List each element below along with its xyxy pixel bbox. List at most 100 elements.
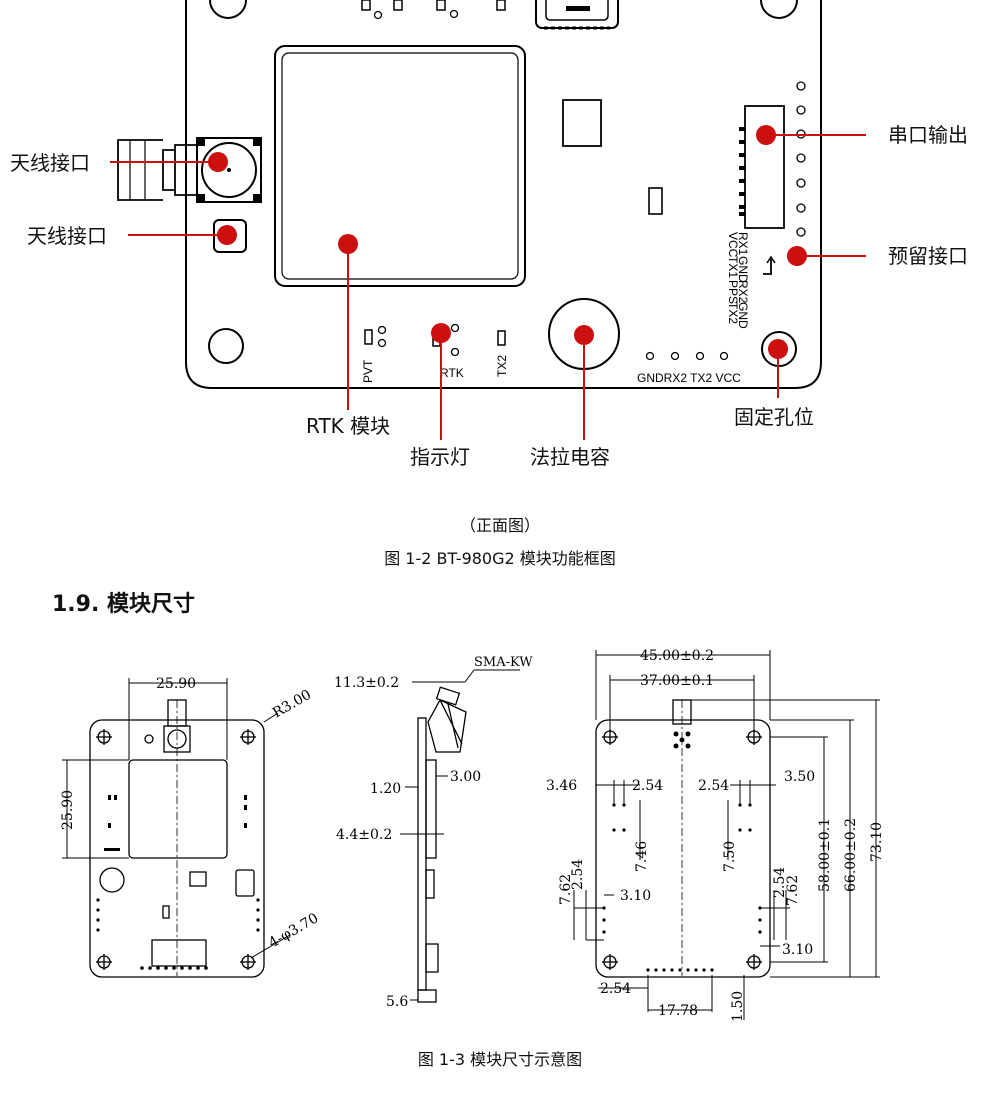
test-point: [450, 323, 460, 333]
dimension-lines: [400, 669, 520, 1001]
dim-3-10-right: 3.10: [782, 942, 813, 958]
dim-w-outer: 45.00±0.2: [640, 648, 714, 664]
led-pad: [436, 0, 446, 11]
usb-c-connector: [535, 0, 619, 30]
pin-hole: [796, 227, 806, 237]
dim-3-10-left: 3.10: [620, 888, 651, 904]
dim-d4: 5.6: [386, 994, 408, 1010]
dim-d3: 4.4±0.2: [336, 827, 392, 843]
dim-66: 66.00±0.2: [843, 818, 859, 892]
module-front-view-diagram: PVT RTK TX2 GNDRX2 TX2 VCC VCC RX1 TX1 G…: [10, 0, 968, 469]
dim-holes: 4-φ3.70: [266, 910, 321, 951]
callout-dot: [217, 225, 237, 245]
led-pad: [361, 0, 371, 11]
dim-7-62-right: 7.62: [785, 875, 801, 906]
dim-2-54-bottom: 2.54: [600, 981, 631, 997]
led-pad: [496, 0, 506, 11]
dim-2-54-left: 2.54: [570, 859, 586, 890]
dim-3-50: 3.50: [784, 769, 815, 785]
dim-73: 73.10: [869, 822, 885, 862]
figure-1-3-caption: 图 1-3 模块尺寸示意图: [417, 1050, 583, 1069]
pin-hole: [645, 351, 655, 361]
callout-dot: [431, 323, 451, 343]
figure-1-2-caption: 图 1-2 BT-980G2 模块功能框图: [384, 549, 616, 568]
module-dimension-drawings: 25.90 25.90 R3.00 4-φ3.70 SMA-KW 11.3±0.…: [60, 648, 885, 1022]
mount-hole-bottom-left: [208, 328, 244, 364]
dim-3-46: 3.46: [546, 778, 577, 794]
chip: [562, 99, 602, 147]
label-reserved: 预留接口: [888, 244, 968, 268]
silk-pin-label: PPS: [726, 280, 740, 304]
chip-small: [648, 187, 663, 215]
pin-hole: [796, 81, 806, 91]
label-antenna-1: 天线接口: [10, 151, 90, 175]
test-point: [449, 9, 459, 19]
pin-hole: [796, 105, 806, 115]
dim-w-holes: 37.00±0.1: [640, 673, 714, 689]
label-rtk-module: RTK 模块: [306, 414, 390, 438]
test-point: [377, 338, 387, 348]
dim-58: 58.00±0.1: [817, 818, 833, 892]
dim-2-54-b: 2.54: [698, 778, 729, 794]
label-farad-cap: 法拉电容: [530, 445, 610, 469]
label-antenna-2: 天线接口: [27, 224, 107, 248]
dim-7-46: 7.46: [634, 841, 650, 872]
silk-pin-label: GND: [736, 256, 750, 283]
label-serial-out: 串口输出: [888, 123, 968, 147]
pin1-marker: [763, 259, 772, 275]
dim-height-left: 25.90: [60, 790, 76, 830]
silk-pin-label: TX1: [726, 256, 740, 278]
callout-dot: [574, 325, 594, 345]
board-outline: [185, 0, 822, 389]
pin-dots: [96, 795, 260, 970]
dim-conn-offset: 11.3±0.2: [334, 675, 399, 691]
silk-pin-label: RX1: [736, 232, 750, 256]
mount-hole-top-left: [209, 0, 247, 19]
dim-connector: SMA-KW: [474, 655, 533, 670]
pin-hole: [695, 351, 705, 361]
dim-width-top: 25.90: [156, 676, 196, 692]
led-pad: [393, 0, 403, 11]
mount-hole-top-right: [760, 0, 798, 19]
label-mount-hole: 固定孔位: [734, 405, 814, 429]
bottom-view-drawing: [595, 699, 771, 978]
led-pvt: [364, 329, 373, 345]
dim-2-54-right: 2.54: [772, 867, 788, 898]
test-point: [377, 325, 387, 335]
dim-corner-radius: R3.00: [270, 687, 314, 722]
pin-hole: [796, 203, 806, 213]
sma-connector: [117, 137, 262, 203]
serial-header: [739, 105, 785, 229]
pin-hole: [796, 178, 806, 188]
pin-hole: [796, 153, 806, 163]
section-heading: 1.9. 模块尺寸: [52, 592, 195, 617]
dim-7-62-left: 7.62: [558, 874, 574, 905]
side-view-drawing: [417, 686, 467, 1003]
dim-7-50: 7.50: [722, 841, 738, 872]
callout-dot: [768, 339, 788, 359]
led-tx2: [497, 330, 506, 346]
test-point: [373, 10, 383, 20]
silk-tx2: TX2: [495, 355, 509, 377]
callout-dot: [208, 152, 228, 172]
silk-pin-label: GND: [736, 302, 750, 329]
silk-pin-label: TX2: [726, 302, 740, 324]
pin-dots: [602, 731, 762, 972]
pin-hole: [670, 351, 680, 361]
dim-2-54-a: 2.54: [632, 778, 663, 794]
callout-dot: [787, 246, 807, 266]
silk-rtk: RTK: [440, 366, 464, 380]
dim-1-50: 1.50: [730, 991, 746, 1022]
dim-17-78: 17.78: [658, 1003, 698, 1019]
dim-d2: 3.00: [450, 769, 481, 785]
rtk-module-outline: [274, 45, 526, 287]
test-point: [450, 347, 460, 357]
silk-pvt: PVT: [361, 359, 375, 383]
label-indicator: 指示灯: [410, 445, 470, 469]
top-view-drawing: [89, 699, 265, 978]
dimension-lines: [62, 678, 291, 959]
callout-dot: [756, 125, 776, 145]
silk-pin-label: VCC: [726, 232, 740, 258]
view-caption: （正面图）: [459, 516, 540, 535]
dimension-lines: [573, 650, 880, 1020]
